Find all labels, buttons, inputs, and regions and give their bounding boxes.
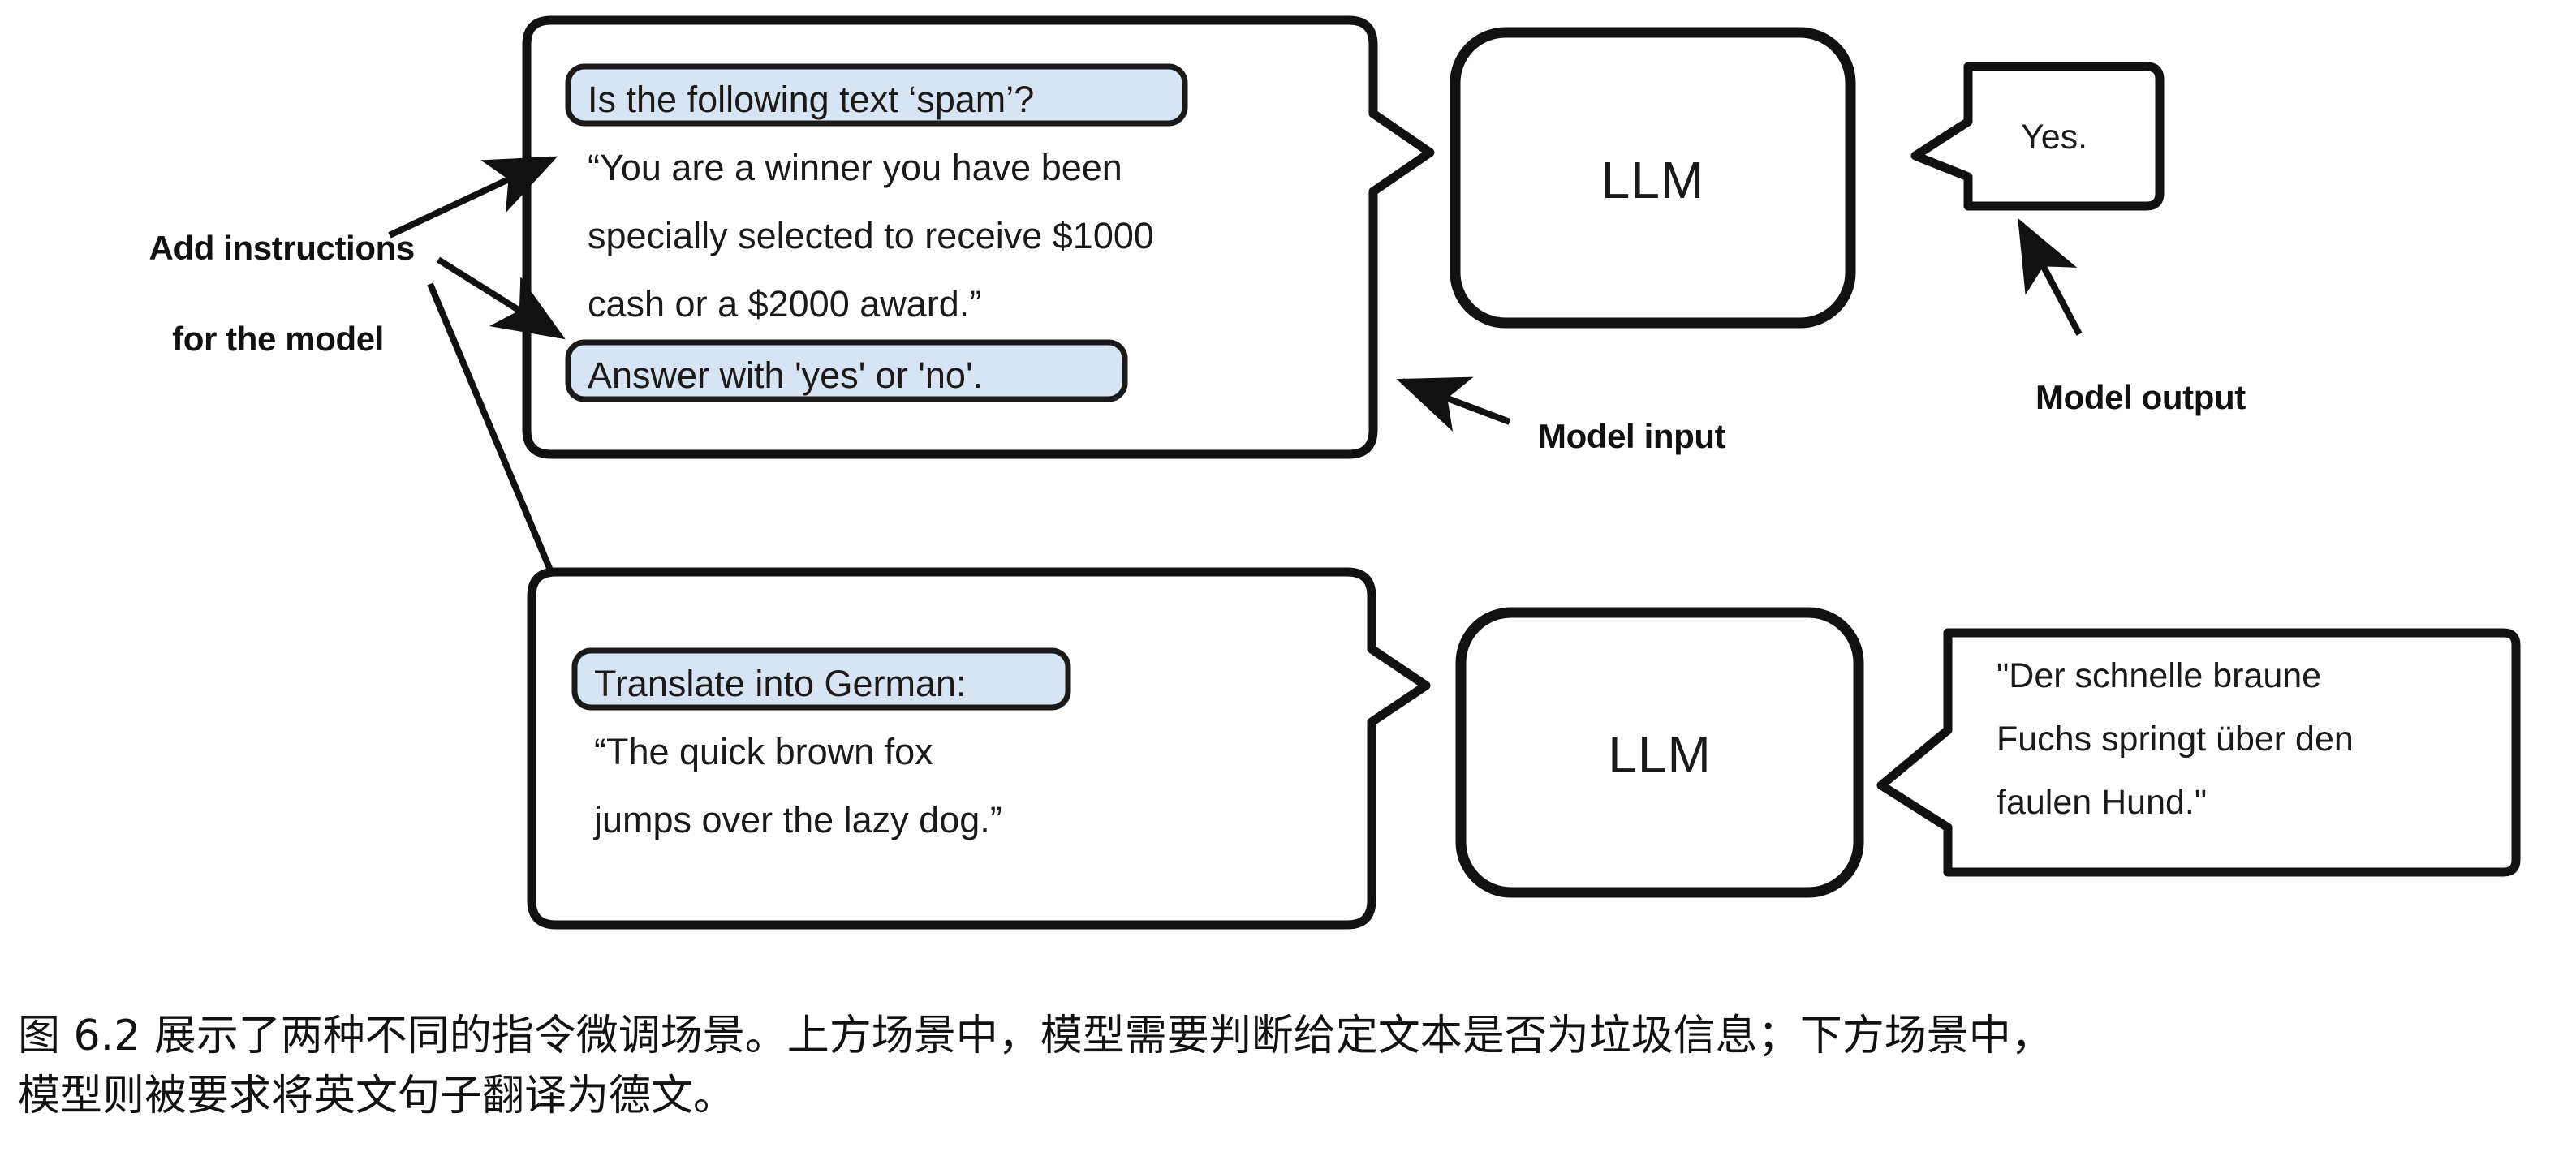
arrow-model-input: [1396, 376, 1511, 432]
add-instructions-label: Add instructions for the model: [114, 180, 416, 407]
output-bubble-german-line-3: faulen Hund.": [1997, 783, 2208, 822]
figure-caption-line-2: 模型则被要求将英文句子翻译为德文。: [18, 1072, 736, 1120]
arrow-instructions-to-chip-top: [388, 156, 558, 239]
instruction-chip-translate: [571, 647, 1071, 711]
instruction-chip-spam-top-label: Is the following text ‘spam’?: [588, 79, 1035, 120]
translate-body-line-2: jumps over the lazy dog.”: [594, 799, 1002, 840]
arrow-instructions-to-chip-bottom: [436, 256, 566, 340]
figure-caption: 图 6.2 展示了两种不同的指令微调场景。上方场景中，模型需要判断给定文本是否为…: [18, 1006, 2566, 1126]
input-body-line-3: cash or a $2000 award.”: [588, 283, 982, 325]
llm-box-top: [1450, 27, 1856, 329]
translate-body-line-1: “The quick brown fox: [594, 731, 933, 772]
instruction-chip-translate-label: Translate into German:: [594, 663, 967, 704]
model-output-label: Model output: [2035, 378, 2246, 416]
input-body-line-2: specially selected to receive $1000: [588, 215, 1154, 256]
output-bubble-german-line-1: "Der schnelle braune: [1997, 656, 2322, 695]
figure-caption-line-1: 图 6.2 展示了两种不同的指令微调场景。上方场景中，模型需要判断给定文本是否为…: [18, 1012, 2053, 1060]
llm-label-top: LLM: [1600, 151, 1705, 209]
output-bubble-german-line-2: Fuchs springt über den: [1997, 720, 2354, 759]
output-bubble-yes: [1910, 62, 2165, 211]
input-body-line-1: “You are a winner you have been: [588, 147, 1122, 188]
instruction-chip-spam-top: [565, 63, 1188, 127]
instruction-chip-spam-bottom-label: Answer with 'yes' or 'no'.: [588, 355, 984, 396]
add-instructions-line-2: for the model: [172, 320, 384, 358]
output-bubble-german: [1876, 628, 2521, 877]
llm-box-bottom: [1455, 607, 1864, 898]
add-instructions-line-1: Add instructions: [149, 229, 416, 267]
instruction-chip-spam-bottom: [565, 339, 1128, 402]
output-bubble-yes-line-1: Yes.: [2021, 118, 2088, 157]
model-input-label: Model input: [1538, 417, 1726, 455]
llm-label-bottom: LLM: [1608, 725, 1712, 784]
arrow-model-output: [2018, 217, 2083, 336]
